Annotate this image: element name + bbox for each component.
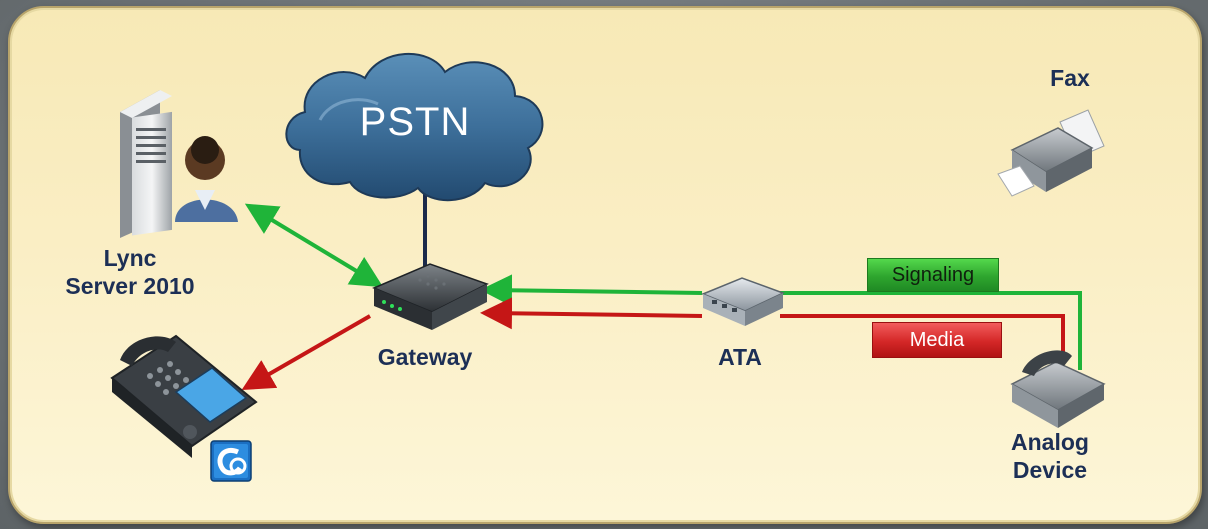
ata-icon — [701, 277, 785, 326]
fax-icon — [997, 109, 1105, 197]
lync-server-icon — [120, 90, 238, 238]
lync-server-label: Lync Server 2010 — [60, 244, 200, 300]
media-tag: Media — [872, 322, 1002, 358]
gateway-phone-link — [241, 314, 371, 390]
signaling-tag: Signaling — [867, 258, 999, 292]
analog-label-line1: Analog — [1011, 429, 1089, 455]
lync-phone-icon — [110, 334, 258, 458]
signaling-path — [480, 274, 1082, 370]
pstn-cloud-icon — [285, 52, 544, 202]
lync-gateway-link — [244, 203, 384, 288]
ata-label: ATA — [718, 344, 762, 370]
gateway-icon — [372, 263, 489, 330]
lync-label-line1: Lync — [103, 245, 157, 271]
diagram-panel — [8, 6, 1202, 524]
media-path — [480, 297, 1065, 360]
fax-label: Fax — [1050, 65, 1090, 91]
gateway-label: Gateway — [377, 344, 473, 370]
lync-logo-icon — [210, 440, 252, 482]
analog-device-label: Analog Device — [990, 428, 1110, 484]
pstn-label: PSTN — [359, 100, 471, 144]
analog-device-icon — [1010, 350, 1106, 428]
analog-label-line2: Device — [1012, 457, 1088, 483]
lync-label-line2: Server 2010 — [65, 273, 195, 299]
